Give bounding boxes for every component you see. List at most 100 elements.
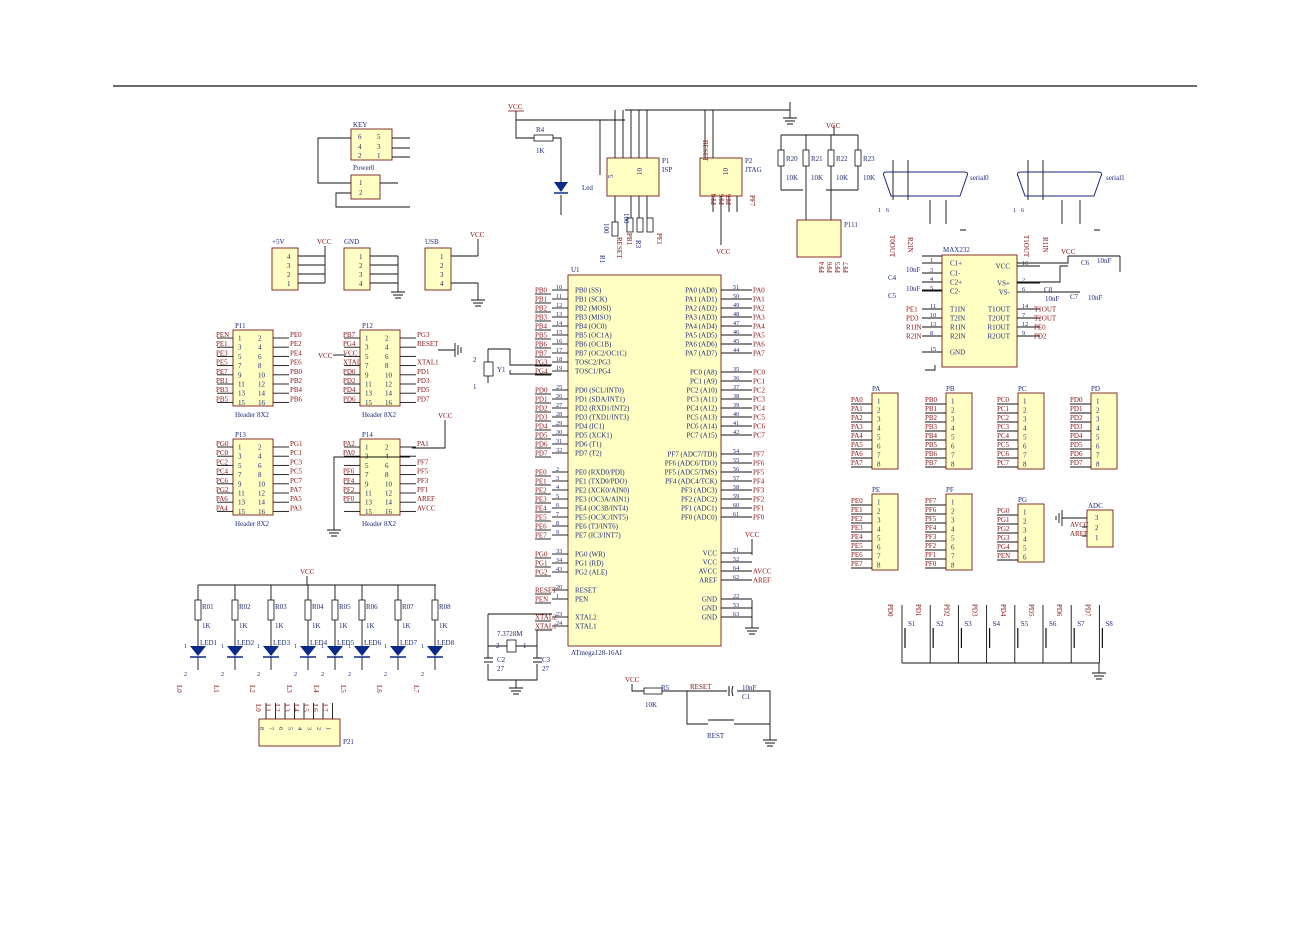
svg-text:10K: 10K [836, 174, 848, 182]
svg-text:5: 5 [607, 174, 615, 178]
u1-pin-number: 3 [556, 475, 559, 482]
port-net-label: PC7 [997, 459, 1010, 467]
header-net-left: PC2 [216, 458, 229, 466]
u1-pin-function: GND [702, 596, 717, 604]
header-net-left: PC4 [216, 468, 229, 476]
svg-text:10K: 10K [786, 174, 798, 182]
u1-pin-function: PA7 (AD7) [685, 350, 717, 358]
u1-net-label: PE2 [535, 487, 547, 495]
header-pin-number: 9 [365, 480, 369, 488]
header-net-left: PF0 [343, 495, 355, 503]
u1-pin-function: PC7 (A15) [686, 432, 717, 440]
u1-net-label: PE4 [535, 505, 547, 513]
u1-pin-function: VCC [703, 550, 718, 558]
svg-text:RESET: RESET [615, 237, 623, 259]
u1-pin-function: GND [702, 614, 717, 622]
led-pin-number: 2 [384, 671, 387, 678]
led-net-label: L0 [175, 685, 183, 693]
port-pin-number: 5 [1023, 545, 1027, 553]
port-pin-number: 7 [951, 553, 955, 561]
led-pin-number: 1 [257, 643, 260, 650]
svg-text:VCC: VCC [470, 231, 485, 239]
power-header-5v: +5V VCC 4 3 2 1 [271, 238, 332, 291]
p21-pin-number: 4 [296, 727, 303, 730]
max232-pin-number: 7 [1022, 312, 1025, 319]
header-net-right: PE4 [290, 349, 302, 357]
port-pin-number: 4 [1096, 425, 1100, 433]
u1-pin-function: PG2 (ALE) [575, 569, 608, 577]
u1-pin-number: 46 [733, 329, 739, 336]
svg-text:R5: R5 [661, 684, 670, 692]
p21-pin-number: 1 [325, 727, 332, 730]
u1-pin-function: PF1 (ADC1) [681, 505, 718, 513]
header-pin-number: 4 [258, 453, 262, 461]
u1-net-label: PA1 [753, 296, 765, 304]
svg-text:P21: P21 [343, 738, 354, 746]
header-pin-number: 6 [385, 462, 389, 470]
u1-pin-function: XTAL2 [575, 614, 597, 622]
header-name: Header 8X2 [362, 411, 397, 419]
header-pin-number: 12 [385, 381, 393, 389]
u1-net-label: XTAL2 [535, 614, 557, 622]
header-net-left: PE7 [216, 368, 228, 376]
p21-net-label: L1 [264, 704, 272, 712]
led-resistor [267, 599, 275, 621]
port-net-label: PEN [997, 552, 1010, 560]
u1-net-label: PB2 [535, 305, 548, 313]
header-net-left: PE3 [216, 349, 228, 357]
u1-net-label: PD1 [535, 396, 548, 404]
port-pin-number: 2 [1023, 518, 1027, 526]
port-header-name: PG [1018, 496, 1027, 504]
u1-pin-number: 21 [733, 547, 739, 554]
u1-net-label: PA7 [753, 350, 765, 358]
header-net-right: PB6 [290, 395, 303, 403]
u1-pin-function: PE7 (IC3/INT7) [575, 532, 621, 540]
port-net-label: PE5 [851, 542, 863, 550]
u1-pin-number: 52 [733, 556, 739, 563]
header-pin-number: 6 [258, 353, 262, 361]
header-net-right: PC1 [290, 449, 303, 457]
led-resistor-ref: R06 [366, 603, 378, 611]
u1-pin-number: 39 [733, 402, 739, 409]
port-header-body [1017, 503, 1045, 563]
u1-net-label: PC6 [753, 423, 766, 431]
u1-pin-number: 36 [733, 375, 739, 382]
svg-text:C1: C1 [742, 693, 751, 701]
svg-text:RESET: RESET [701, 140, 709, 162]
svg-text:10: 10 [636, 168, 644, 176]
header-net-left: PG0 [216, 440, 229, 448]
svg-text:C7: C7 [1070, 293, 1079, 301]
header-net-right: PF1 [417, 486, 429, 494]
led-net-label: L3 [285, 685, 293, 693]
port-pin-number: 6 [1023, 443, 1027, 451]
header-net-right: PC7 [290, 477, 303, 485]
max232-pin-function: R1OUT [987, 324, 1010, 332]
svg-text:GND: GND [344, 238, 359, 246]
p21-net-label: L6 [311, 704, 319, 712]
max232-pin-function: C1+ [950, 260, 962, 268]
led-pin-number: 1 [184, 643, 187, 650]
key-part: Power0 [353, 164, 375, 172]
max232-pin-number: 8 [930, 330, 933, 337]
port-pin-number: 2 [877, 508, 881, 516]
u1-pin-number: 28 [556, 411, 562, 418]
svg-text:10K: 10K [811, 174, 823, 182]
max232-pin-function: C1- [950, 270, 961, 278]
header-pin-number: 11 [238, 490, 245, 498]
header-net-left: PB3 [216, 386, 229, 394]
header-pin-number: 6 [258, 462, 262, 470]
svg-text:VCC: VCC [716, 248, 731, 256]
port-pin-number: 6 [877, 544, 881, 552]
svg-text:C6: C6 [1081, 259, 1090, 267]
svg-text:P111: P111 [844, 221, 858, 229]
port-pin-number: 7 [1023, 452, 1027, 460]
header-pin-number: 9 [365, 371, 369, 379]
u1-pin-number: 64 [733, 565, 739, 572]
u1-pin-function: PF6 (ADC6/TDO) [665, 460, 718, 468]
u1-pin-function: PD7 (T2) [575, 450, 602, 458]
port-pin-number: 1 [1096, 398, 1100, 406]
port-pin-number: 2 [951, 508, 955, 516]
led-ref: LED3 [273, 639, 291, 647]
header-pin-number: 5 [238, 462, 242, 470]
header-net-right: AVCC [417, 504, 436, 512]
